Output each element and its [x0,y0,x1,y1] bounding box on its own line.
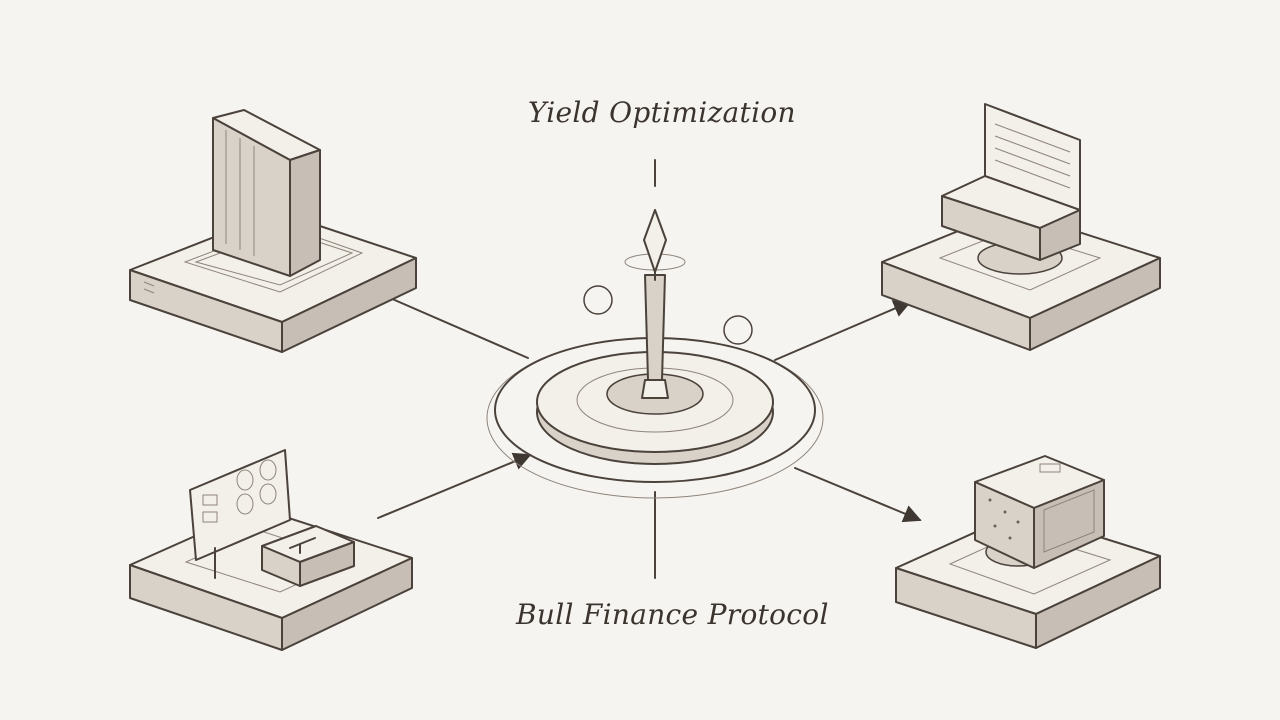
orbit-ball-right [723,315,753,345]
node-center [486,209,824,499]
node-bottom-left [129,449,413,651]
server-cube-icon [974,455,1105,569]
vault-block-icon [212,109,321,277]
terminal-screen-icon [941,103,1081,261]
arrow-top-right-out [774,300,912,361]
orbit-ball-left [583,285,613,315]
diagram-top-label: Yield Optimization [528,96,796,129]
node-top-left [129,109,417,353]
connector-lines [377,159,922,579]
diagram-bottom-label: Bull Finance Protocol [516,598,829,631]
connector-top-left [389,297,529,359]
node-top-right [881,103,1161,351]
arrow-bottom-left-in [377,452,532,519]
spire-hub-icon [624,209,686,399]
node-bottom-right [895,455,1161,649]
dashboard-panel-icon [189,449,291,579]
arrow-bottom-right-out [794,467,922,523]
keyboard-box-icon [261,525,355,587]
